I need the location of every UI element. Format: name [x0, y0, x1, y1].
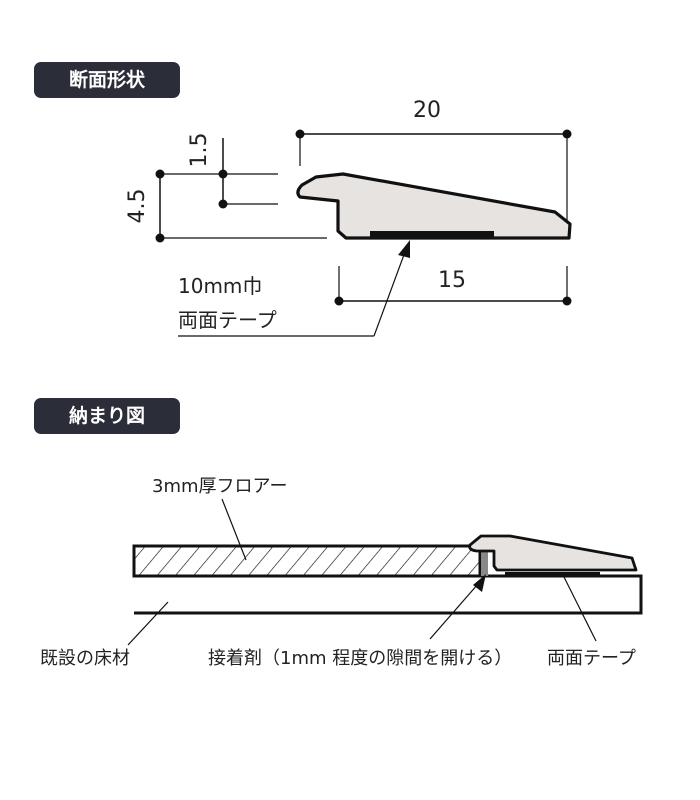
- tape-label-installed: 両面テープ: [547, 648, 636, 669]
- leader-line: [373, 251, 406, 337]
- dim-label-1-5: 1.5: [187, 133, 212, 168]
- dim-dot: [562, 296, 572, 306]
- leader-line: [562, 574, 597, 642]
- profile-cross-section: [296, 172, 572, 240]
- arrowhead: [398, 240, 410, 258]
- adhesive-gap: [481, 546, 488, 576]
- base-floor-label: 既設の床材: [40, 648, 130, 669]
- section-title-installation: 納まり図: [34, 398, 180, 434]
- dim-label-4-5: 4.5: [125, 189, 150, 224]
- leader-line: [127, 601, 169, 646]
- floor-label: 3mm厚フロアー: [152, 476, 287, 497]
- profile-installed: [468, 534, 638, 572]
- dim-label-15: 15: [438, 268, 466, 293]
- double-sided-tape: [370, 231, 494, 238]
- existing-floor: [134, 574, 643, 615]
- dim-label-20: 20: [413, 98, 441, 123]
- tape-width-label: 10mm巾: [178, 274, 262, 298]
- tape-label: 両面テープ: [178, 308, 277, 332]
- section-title-cross-section: 断面形状: [34, 62, 180, 98]
- arrowhead: [473, 574, 486, 592]
- dim-dot: [334, 296, 344, 306]
- floor-board-3mm: [132, 544, 482, 578]
- leader-line: [429, 583, 479, 640]
- adhesive-label: 接着剤（1mm 程度の隙間を開ける）: [208, 648, 512, 669]
